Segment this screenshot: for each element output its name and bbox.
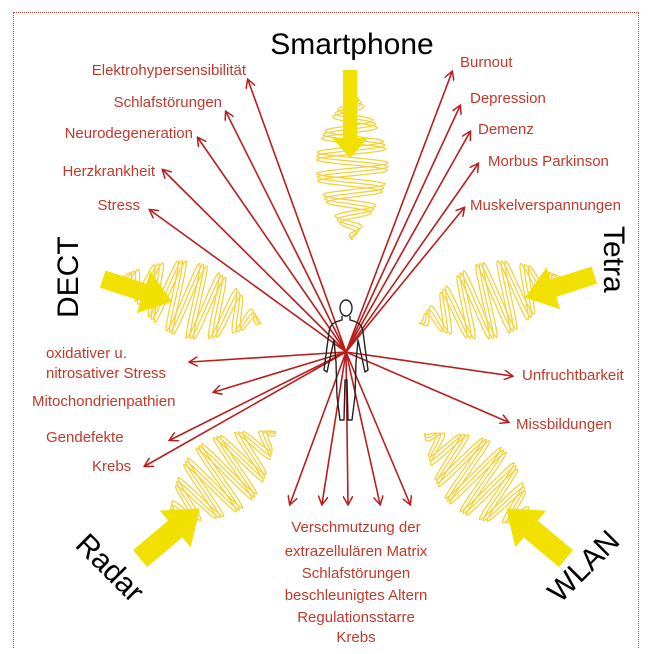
label-schlafstoerungen: Schlafstörungen (114, 94, 222, 111)
arrow-bottom-5 (345, 351, 410, 504)
label-depression: Depression (470, 90, 546, 107)
source-smartphone: Smartphone (270, 28, 433, 61)
figure-body (323, 316, 369, 421)
wave-dect (118, 259, 262, 341)
arrow-bottom-1 (290, 351, 347, 504)
label-oxidativer-line1: oxidativer u. (46, 345, 127, 362)
label-bottom-1: Verschmutzung der (291, 519, 420, 536)
label-missbildungen: Missbildungen (516, 416, 612, 433)
arrow-missbildungen (345, 351, 508, 422)
human-figure (323, 299, 369, 421)
radar-big-arrow (132, 508, 200, 567)
arrow-depression (345, 106, 460, 353)
wave-radar-line (168, 430, 277, 522)
label-bottom-2: extrazellulären Matrix (285, 543, 428, 560)
wave-dect-line (118, 259, 262, 341)
big-arrows (99, 70, 598, 567)
arrow-oxidativer-stress (190, 351, 347, 362)
label-mitochondrienpathien: Mitochondrienpathien (32, 393, 175, 410)
wlan-big-arrow (506, 508, 574, 567)
arrow-gendefekte (170, 351, 347, 440)
arrow-schlafstoerungen (226, 112, 347, 353)
arrow-elektrohypersensibilitaet (248, 80, 347, 353)
arrow-bottom-3 (346, 351, 348, 504)
arrow-muskelverspannungen (345, 208, 464, 353)
arrow-morbus-parkinson (345, 164, 478, 353)
arrow-herzkrankheit (163, 170, 347, 353)
source-radar: Radar (69, 528, 150, 609)
wave-wlan (423, 432, 533, 524)
label-krebs-left: Krebs (92, 458, 131, 475)
label-unfruchtbarkeit: Unfruchtbarkeit (522, 367, 625, 384)
label-bottom-5: Regulationsstarre (297, 609, 415, 626)
label-gendefekte: Gendefekte (46, 429, 124, 446)
arrow-demenz (345, 132, 470, 353)
arrow-mitochondrienpathien (214, 351, 347, 392)
figure-head (339, 299, 353, 317)
arrow-neurodegeneration (198, 138, 347, 353)
label-elektrohypersensibilitaet: Elektrohypersensibilität (92, 62, 247, 79)
arrow-unfruchtbarkeit (345, 351, 512, 376)
arrow-bottom-2 (322, 351, 347, 504)
label-bottom-6: Krebs (336, 629, 375, 646)
label-burnout: Burnout (460, 54, 513, 71)
label-muskelverspannungen: Muskelverspannungen (470, 197, 621, 214)
dotted-frame (13, 12, 639, 648)
source-tetra: Tetra (597, 226, 630, 293)
effect-arrows (145, 72, 512, 504)
label-morbus-parkinson: Morbus Parkinson (488, 153, 609, 170)
arrow-bottom-4 (345, 351, 380, 504)
label-oxidativer-line2: nitrosativer Stress (46, 365, 166, 382)
tetra-big-arrow (524, 266, 598, 310)
arrow-stress (150, 210, 347, 353)
label-stress: Stress (97, 197, 140, 214)
label-herzkrankheit: Herzkrankheit (62, 163, 155, 180)
label-bottom-4: beschleunigtes Altern (285, 587, 428, 604)
dect-big-arrow (99, 270, 173, 314)
arrow-krebs-left (145, 351, 347, 466)
source-dect: DECT (52, 236, 85, 318)
label-demenz: Demenz (478, 121, 534, 138)
arrow-burnout (345, 72, 452, 353)
wave-wlan-line (423, 432, 532, 524)
label-neurodegeneration: Neurodegeneration (65, 125, 193, 142)
label-bottom-3: Schlafstörungen (302, 565, 410, 582)
smartphone-big-arrow (332, 70, 368, 158)
effect-labels: Elektrohypersensibilität Schlafstörungen… (32, 54, 625, 646)
